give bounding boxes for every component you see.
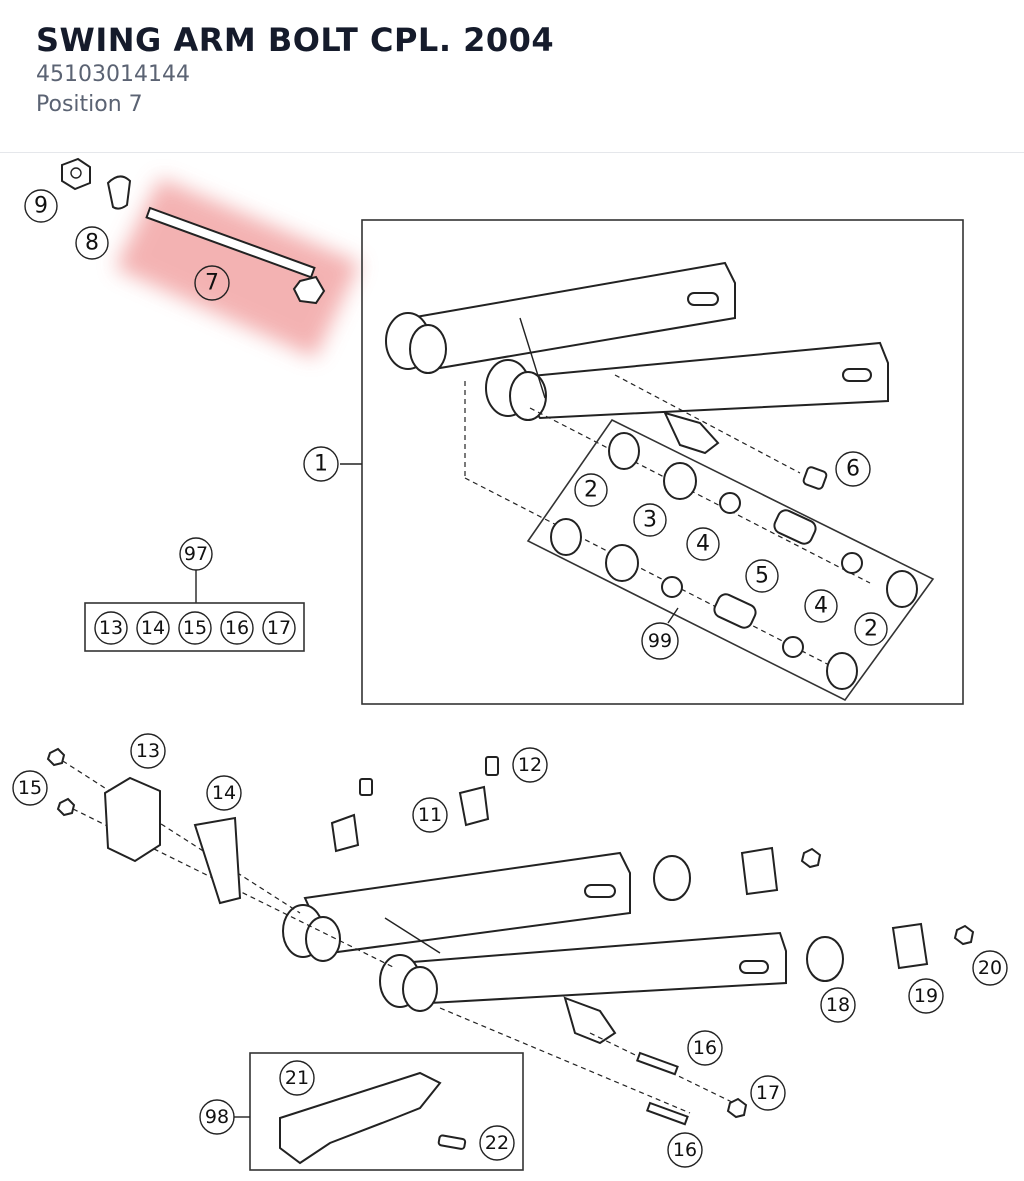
svg-text:6: 6 (846, 457, 860, 482)
kit-97-item-17[interactable]: 17 (262, 611, 296, 645)
svg-text:21: 21 (285, 1067, 309, 1089)
svg-text:11: 11 (418, 804, 442, 826)
callout-b16b[interactable]: 16 (667, 1132, 703, 1168)
svg-text:5: 5 (755, 564, 769, 589)
svg-text:98: 98 (205, 1106, 229, 1128)
swingarm-frame (361, 219, 964, 705)
svg-text:4: 4 (696, 532, 710, 557)
kit-97-item-15[interactable]: 15 (178, 611, 212, 645)
callout-b21[interactable]: 21 (279, 1060, 315, 1096)
part-21-chain-guard (279, 1071, 442, 1165)
callout-9[interactable]: 9 (24, 189, 58, 223)
callout-b22[interactable]: 22 (479, 1125, 515, 1161)
callout-5[interactable]: 5 (745, 559, 779, 593)
callout-b16a[interactable]: 16 (687, 1030, 723, 1066)
callout-99[interactable]: 99 (641, 622, 679, 660)
svg-text:8: 8 (85, 231, 99, 256)
bearing-kit-parts (550, 432, 918, 690)
svg-text:18: 18 (826, 994, 850, 1016)
svg-text:17: 17 (756, 1082, 780, 1104)
callout-1[interactable]: 1 (303, 446, 339, 482)
callout-4a[interactable]: 4 (686, 527, 720, 561)
part-9-nut (61, 157, 91, 191)
callout-b11[interactable]: 11 (412, 797, 448, 833)
svg-text:1: 1 (314, 452, 328, 477)
callout-2b[interactable]: 2 (854, 612, 888, 646)
svg-text:3: 3 (643, 508, 657, 533)
callout-b20[interactable]: 20 (972, 950, 1008, 986)
chainguard-frame (249, 1052, 524, 1171)
callout-3[interactable]: 3 (633, 503, 667, 537)
callout-b12[interactable]: 12 (512, 747, 548, 783)
part-20-nuts (800, 847, 975, 946)
kit-97-item-14[interactable]: 14 (136, 611, 170, 645)
svg-text:15: 15 (18, 777, 42, 799)
callout-4b[interactable]: 4 (804, 589, 838, 623)
bearing-kit-frame (526, 418, 935, 702)
swingarm-upper (385, 261, 889, 455)
svg-text:22: 22 (485, 1132, 509, 1154)
svg-text:16: 16 (693, 1037, 717, 1059)
svg-text:2: 2 (864, 617, 878, 642)
callout-b19[interactable]: 19 (908, 978, 944, 1014)
part-19-chain-adjusters (740, 846, 929, 970)
part-17-nut (726, 1097, 748, 1119)
part-22-screw (437, 1134, 467, 1150)
svg-text:2: 2 (584, 478, 598, 503)
svg-text:13: 13 (136, 740, 160, 762)
kit-97-frame (84, 602, 305, 652)
svg-text:99: 99 (648, 630, 672, 652)
swingarm-lower (282, 851, 787, 1045)
part-16-bolts (635, 1051, 689, 1126)
part-8-washer (106, 175, 132, 210)
svg-text:14: 14 (212, 782, 236, 804)
kit-97-item-16[interactable]: 16 (220, 611, 254, 645)
part-6-bushing (802, 466, 828, 490)
page-title: SWING ARM BOLT CPL. 2004 (36, 21, 555, 59)
callout-b18[interactable]: 18 (820, 987, 856, 1023)
header: SWING ARM BOLT CPL. 2004 45103014144 Pos… (0, 0, 1024, 153)
callout-b98[interactable]: 98 (199, 1099, 235, 1135)
part-number: 45103014144 (36, 62, 190, 87)
svg-text:16: 16 (673, 1139, 697, 1161)
part-14-plate (193, 816, 242, 905)
part-12-screw (485, 756, 499, 776)
svg-text:20: 20 (978, 957, 1002, 979)
highlight-position-7 (115, 178, 360, 358)
svg-text:12: 12 (518, 754, 542, 776)
part-18-axle-adjusters (653, 855, 844, 982)
part-13-block (103, 776, 161, 863)
exploded-diagram: 9 8 7 1 6 2 3 4 (0, 153, 1024, 1177)
svg-text:13: 13 (99, 617, 123, 639)
svg-text:16: 16 (225, 617, 249, 639)
callout-6[interactable]: 6 (835, 451, 871, 487)
svg-text:97: 97 (184, 543, 208, 565)
callout-7[interactable]: 7 (194, 265, 230, 301)
svg-text:9: 9 (34, 194, 48, 219)
part-15-nuts (46, 747, 76, 817)
callout-b15[interactable]: 15 (12, 770, 48, 806)
svg-text:14: 14 (141, 617, 165, 639)
position-label: Position 7 (36, 92, 143, 117)
svg-text:17: 17 (267, 617, 291, 639)
callout-97[interactable]: 97 (179, 537, 213, 571)
svg-text:4: 4 (814, 594, 828, 619)
svg-text:19: 19 (914, 985, 938, 1007)
part-7-bolt[interactable] (145, 206, 326, 305)
svg-text:15: 15 (183, 617, 207, 639)
callout-2a[interactable]: 2 (574, 473, 608, 507)
callout-8[interactable]: 8 (75, 226, 109, 260)
kit-97-item-13[interactable]: 13 (94, 611, 128, 645)
diagram-svg: 9 8 7 1 6 2 3 4 (12, 157, 1008, 1171)
callout-b13[interactable]: 13 (130, 733, 166, 769)
svg-text:7: 7 (205, 271, 219, 296)
callout-b17[interactable]: 17 (750, 1075, 786, 1111)
part-11-clips (330, 778, 490, 853)
callout-b14[interactable]: 14 (206, 775, 242, 811)
